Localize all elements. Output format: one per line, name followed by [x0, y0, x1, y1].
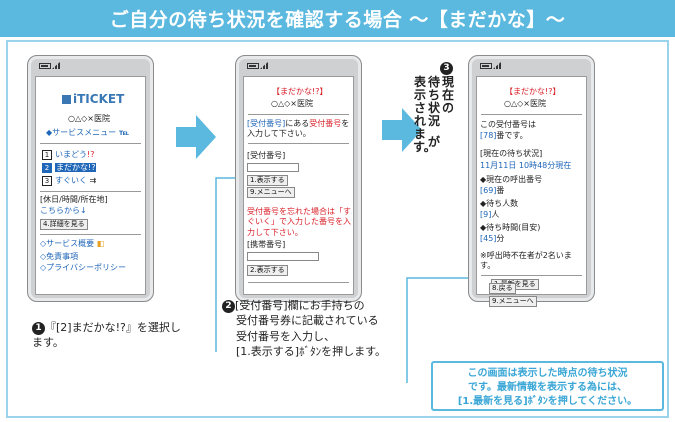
- step3-col-1: 現在の: [441, 75, 454, 115]
- phone-2: 【まだかな!?】 ○△◇×医院 [受付番号]にある受付番号を入力して下さい。 […: [235, 55, 362, 302]
- step1-badge: 1: [32, 321, 45, 335]
- page-title: ご自分の待ち状況を確認する場合 〜【まだかな】〜: [109, 9, 566, 31]
- link-service-overview[interactable]: ◇サービス概要 ◧: [40, 239, 105, 248]
- back-button[interactable]: 8.戻る: [489, 283, 516, 294]
- signal-icon: [480, 62, 501, 69]
- screen-title: 【まだかな!?】: [272, 87, 328, 96]
- ticket-icon: [62, 95, 71, 104]
- waiting-time-label: ◆待ち時間(目安): [480, 223, 541, 232]
- step3-col-3: が: [427, 135, 440, 149]
- current-number-label: ◆現在の呼出番号: [480, 175, 543, 184]
- forgot-number-text: 受付番号を忘れた場合は「すぐいく」で入力した番号を入力して下さい。: [247, 207, 351, 237]
- absent-note: ※呼出時不在者が2名います。: [480, 251, 572, 271]
- hospital-name: ○△◇×医院: [68, 114, 110, 123]
- step3-col-4: 表示されます。: [413, 75, 436, 154]
- arrow-right-icon: [176, 115, 216, 159]
- step2-line-1: [受付番号]欄にお手持ちの: [235, 299, 365, 312]
- step2-caption: 2[受付番号]欄にお手持ちの 受付番号券に記載されている 受付番号を入力し、 […: [222, 298, 422, 360]
- hospital-name: ○△◇×医院: [271, 99, 313, 108]
- step1-caption: 1『[2]まだかな!?』を選択します。: [32, 320, 182, 351]
- screen-title: 【まだかな!?】: [505, 87, 561, 96]
- instruction-text: [受付番号]にある受付番号を入力して下さい。: [247, 119, 350, 139]
- status-time: 11月11日 10時48分現在: [480, 161, 572, 170]
- display-button[interactable]: 1.表示する: [247, 175, 288, 186]
- hospital-name: ○△◇×医院: [504, 99, 546, 108]
- step2-badge: 2: [222, 299, 235, 313]
- info-heading: [休日/時間/所在地]: [40, 195, 108, 204]
- step3-col-2: 待ち状況: [427, 75, 440, 128]
- note-line-3: [1.最新を見る]ﾎﾞﾀﾝを押してください。: [457, 396, 638, 407]
- step1-text: 『[2]まだかな!?』を選択します。: [32, 321, 181, 350]
- guide-icon: ◧: [94, 239, 105, 248]
- phone-3-screen: 【まだかな!?】 ○△◇×医院 この受付番号は [78]番です。 [現在の待ち状…: [476, 76, 587, 295]
- waiting-count-label: ◆待ち人数: [480, 199, 519, 208]
- note-line-1: この画面は表示した時点の待ち状況: [467, 368, 628, 379]
- info-link[interactable]: こちらから↓: [40, 206, 87, 215]
- ticket-line-1: この受付番号は: [480, 120, 536, 129]
- detail-button[interactable]: 4.詳細を見る: [40, 219, 88, 230]
- phone-2-screen: 【まだかな!?】 ○△◇×医院 [受付番号]にある受付番号を入力して下さい。 […: [243, 76, 354, 295]
- run-icon: ⇉: [87, 176, 97, 185]
- note-line-2: です。最新情報を表示する為には、: [468, 382, 627, 393]
- info-note: この画面は表示した時点の待ち状況 です。最新情報を表示する為には、 [1.最新を…: [431, 361, 664, 411]
- step2-line-3: 受付番号を入力し、: [236, 329, 335, 343]
- signal-icon: [247, 62, 268, 69]
- arrow-right-icon: [382, 108, 422, 152]
- service-menu-link[interactable]: ◆サービスメニュー ℡: [46, 128, 130, 137]
- triangle-icon: ◆: [46, 128, 53, 137]
- phone-3: 【まだかな!?】 ○△◇×医院 この受付番号は [78]番です。 [現在の待ち状…: [468, 55, 595, 302]
- waiting-count-value: [9]人: [480, 210, 500, 219]
- header-banner: ご自分の待ち状況を確認する場合 〜【まだかな】〜: [0, 0, 675, 37]
- service-icon: ℡: [116, 128, 130, 137]
- step2-line-4: [1.表示する]ﾎﾞﾀﾝを押します。: [236, 345, 386, 359]
- link-disclaimer[interactable]: ◇免責事項: [40, 252, 79, 261]
- status-heading: [現在の待ち状況]: [480, 149, 543, 158]
- step3-badge: 3: [440, 62, 453, 75]
- phone-number-label: [携帯番号]: [247, 240, 286, 249]
- waiting-time-value: [45]分: [480, 234, 505, 243]
- display-button-2[interactable]: 2.表示する: [247, 265, 288, 276]
- iticket-logo: iTICKET: [62, 92, 124, 108]
- signal-icon: [39, 62, 60, 69]
- ticket-number-input[interactable]: [247, 163, 299, 172]
- link-privacy-policy[interactable]: ◇プライバシーポリシー: [40, 263, 126, 272]
- ticket-number-label: [受付番号]: [247, 151, 286, 160]
- phone-number-input[interactable]: [247, 252, 319, 261]
- current-number-value: [69]番: [480, 186, 505, 195]
- menu-button[interactable]: 9.メニューへ: [247, 187, 295, 198]
- step3-caption: 3 現在の 待ち状況 が 表示されます。: [411, 62, 467, 202]
- ticket-line-2: [78]番です。: [480, 131, 528, 140]
- menu-button[interactable]: 9.メニューへ: [489, 296, 537, 307]
- step2-line-2: 受付番号券に記載されている: [236, 314, 379, 328]
